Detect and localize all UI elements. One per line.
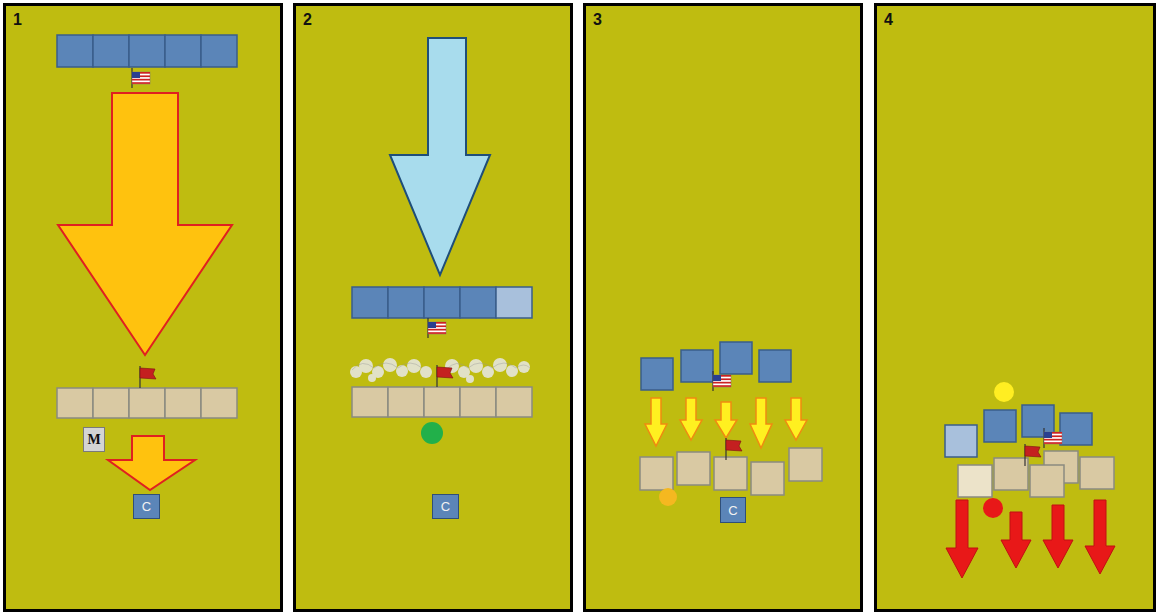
phase-panel: 3C (583, 3, 863, 612)
unit-letter: M (87, 432, 100, 448)
phase-panel: 1M C (3, 3, 283, 612)
unit-box: C (720, 497, 746, 523)
unit-letter: C (142, 499, 151, 514)
unit-letter: C (728, 503, 737, 518)
phase-panel: 4 (874, 3, 1156, 612)
unit-letter: C (441, 499, 450, 514)
phase-panel: 2C (293, 3, 573, 612)
phase-number: 3 (593, 11, 602, 29)
phase-number: 1 (13, 11, 22, 29)
phase-number: 2 (303, 11, 312, 29)
phase-number: 4 (884, 11, 893, 29)
unit-box: C (133, 494, 160, 519)
unit-box: C (432, 494, 459, 519)
unit-box: M (83, 427, 105, 452)
